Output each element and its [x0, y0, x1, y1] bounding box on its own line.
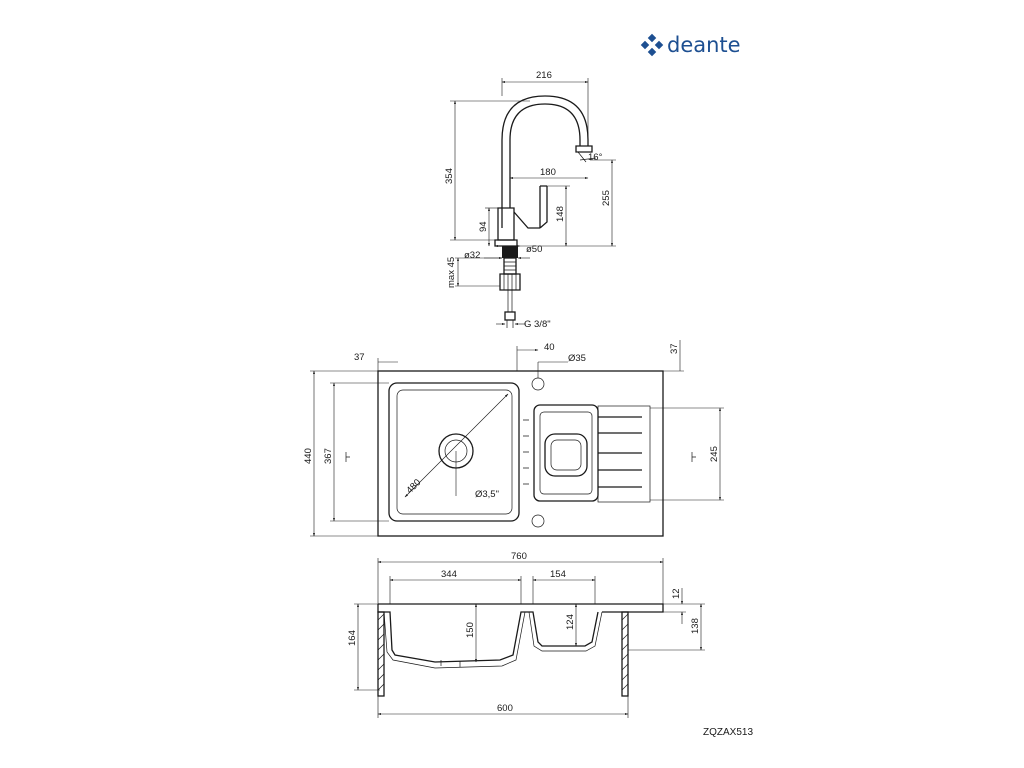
dim-tap-hole: Ø35 [568, 353, 586, 364]
dim-tap-offset: 40 [544, 342, 555, 353]
dim-body-height: 94 [478, 221, 489, 232]
dim-small-depth: 124 [565, 614, 576, 630]
sink-top-view: 480 Ø3,5" 37 40 Ø35 37 [303, 340, 724, 537]
dim-bowl-depth: 367 [323, 448, 334, 464]
dim-total-width: 760 [511, 551, 527, 562]
dim-drain-size: Ø3,5" [475, 489, 499, 500]
dim-rim-thickness: 12 [671, 588, 682, 599]
faucet-drawing: 216 354 180 16° 255 148 94 ø50 ø32 [444, 70, 616, 330]
dim-bowl-diagonal: 480 [404, 477, 423, 496]
product-code: ZQZAX513 [703, 727, 753, 738]
dim-top-margin: 37 [669, 343, 680, 354]
dim-base-diameter: ø50 [526, 244, 542, 255]
dim-cabinet-width: 600 [497, 703, 513, 714]
dim-thread-size: G 3/8" [524, 319, 551, 330]
dim-lever-height: 148 [555, 206, 566, 222]
dim-main-bowl: 344 [441, 569, 457, 580]
brand-name: deante [667, 33, 741, 57]
dim-total-depth: 440 [303, 448, 314, 464]
dim-spout-height: 255 [601, 190, 612, 206]
dim-hole-diameter: ø32 [464, 250, 480, 261]
brand-logo: deante [640, 33, 741, 57]
sink-side-view: 760 344 154 164 150 124 [347, 551, 705, 718]
dim-side-margin: 37 [354, 352, 365, 363]
dim-small-bowl-width: 154 [550, 569, 566, 580]
dim-faucet-reach: 180 [540, 167, 556, 178]
dim-drainer-depth: 138 [690, 618, 701, 634]
dim-max-thickness: max 45 [446, 257, 457, 288]
dim-total-height: 164 [347, 630, 358, 646]
dim-faucet-width: 216 [536, 70, 552, 81]
dim-small-bowl: 245 [709, 446, 720, 462]
dim-spout-angle: 16° [588, 152, 603, 163]
dim-faucet-height: 354 [444, 168, 455, 184]
logo-mark-icon [640, 33, 664, 57]
dim-main-depth: 150 [465, 622, 476, 638]
